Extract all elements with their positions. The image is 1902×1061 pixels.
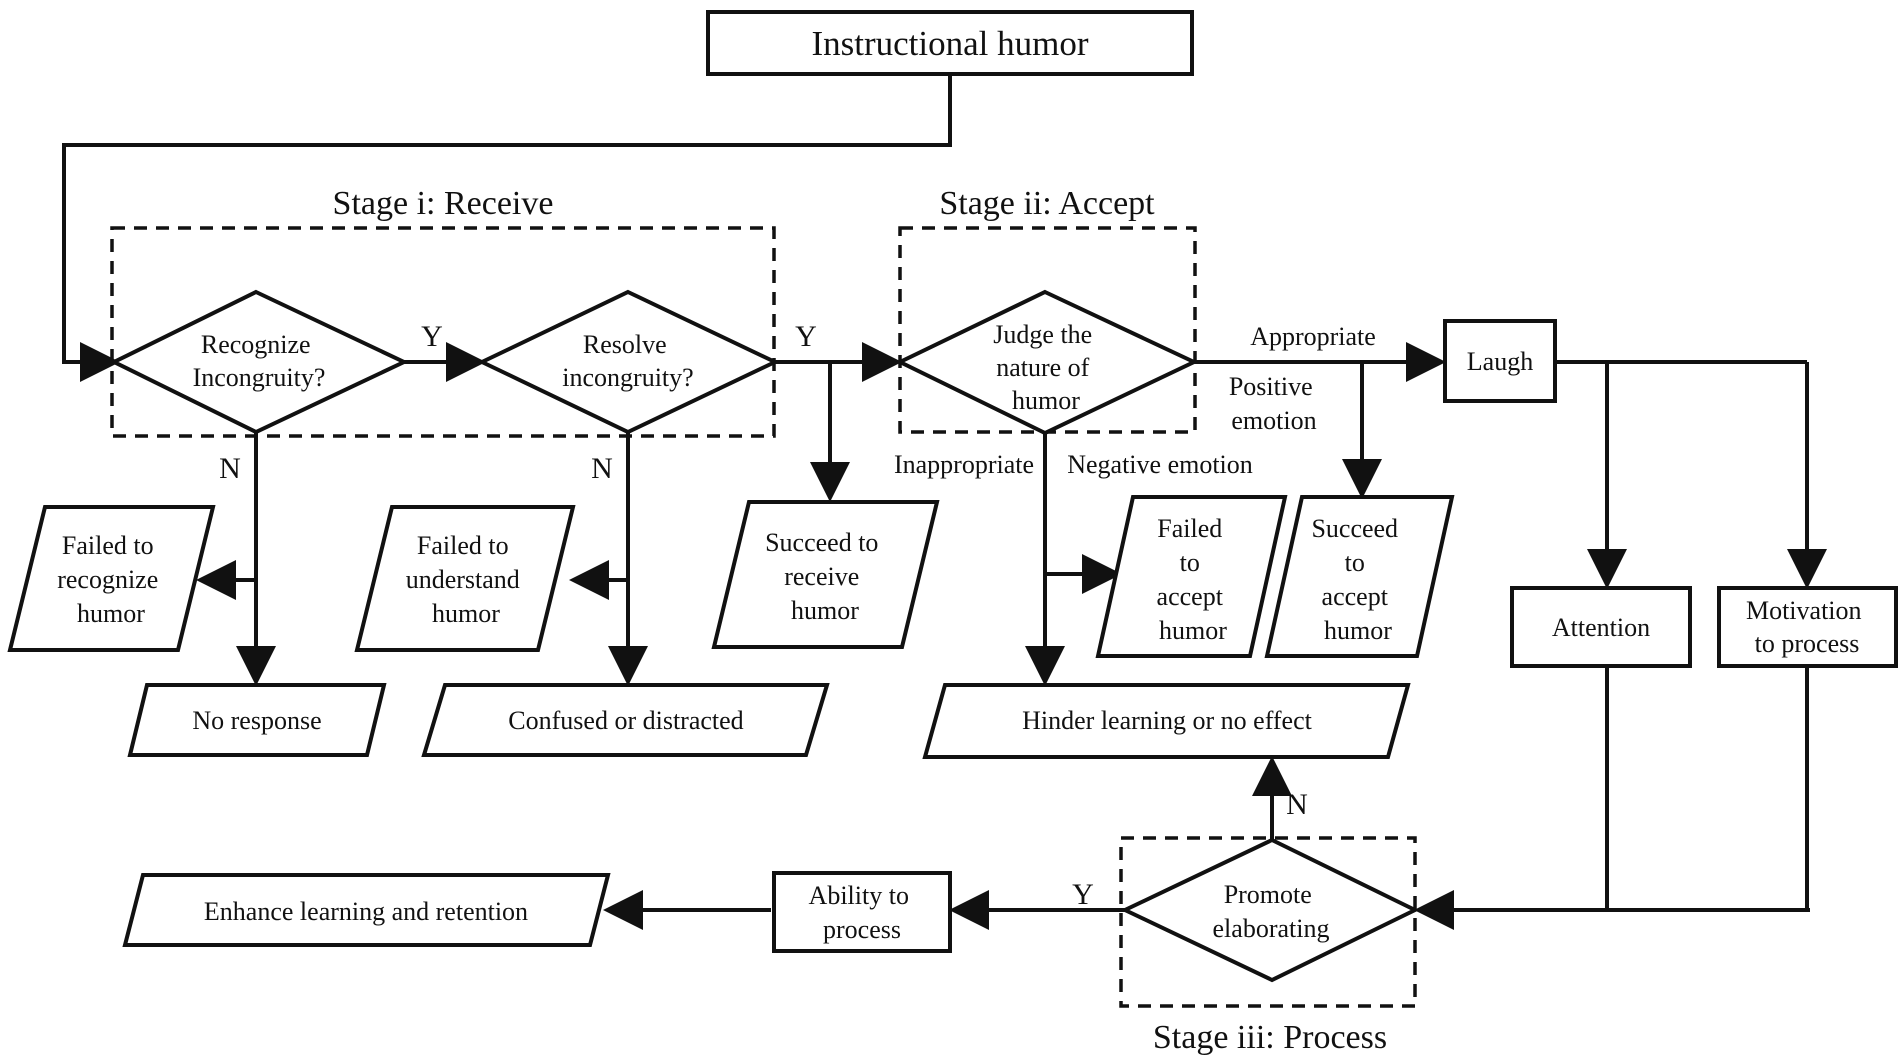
failed-recognize-outcome	[7, 505, 216, 652]
no-response-text: No response	[192, 706, 321, 735]
edge-label-n-recognize: N	[219, 452, 241, 485]
failed-accept-text: Failed to accept humor	[1157, 514, 1230, 645]
edge-label-inappropriate: Inappropriate	[894, 450, 1034, 479]
promote-decision-text: Promote elaborating	[1213, 880, 1330, 943]
enhance-outcome	[122, 873, 611, 947]
edge-label-n-promote: N	[1286, 788, 1308, 821]
succeed-accept-text: Succeed to accept humor	[1311, 514, 1404, 645]
confused-text: Confused or distracted	[508, 706, 743, 735]
judge-decision-text: Judge the nature of humor	[993, 320, 1098, 415]
failed-recognize-text: Failed to recognize humor	[57, 531, 165, 628]
resolve-decision-text: Resolve incongruity?	[562, 330, 693, 392]
failed-accept-outcome	[1095, 495, 1288, 658]
laugh-text: Laugh	[1467, 347, 1533, 376]
stage-process-label: Stage iii: Process	[1153, 1019, 1387, 1056]
succeed-accept-outcome	[1264, 495, 1455, 658]
motivation-box	[1717, 586, 1898, 668]
edge-label-y-promote: Y	[1072, 878, 1094, 911]
recognize-decision-text: Recognize Incongruity?	[193, 330, 326, 392]
no-response-outcome	[127, 683, 387, 757]
edge-label-negative-emotion: Negative emotion	[1067, 450, 1253, 479]
edge-label-appropriate: Appropriate	[1250, 322, 1376, 351]
failed-understand-text: Failed to understand humor	[406, 531, 527, 628]
edge-label-positive-emotion: Positive emotion	[1229, 372, 1319, 435]
promote-decision	[1120, 837, 1420, 983]
edge-label-n-resolve: N	[591, 452, 613, 485]
stage-receive-label: Stage i: Receive	[333, 185, 554, 222]
succeed-receive-outcome	[711, 500, 940, 649]
judge-decision	[895, 289, 1199, 436]
edge-label-y-resolve: Y	[795, 320, 817, 353]
enhance-text: Enhance learning and retention	[204, 897, 528, 926]
motivation-text: Motivation to process	[1746, 596, 1868, 658]
succeed-receive-text: Succeed to receive humor	[765, 528, 885, 625]
ability-text: Ability to process	[809, 881, 916, 944]
failed-understand-outcome	[354, 505, 576, 652]
attention-text: Attention	[1552, 613, 1650, 642]
edge-label-y-recognize: Y	[421, 320, 443, 353]
hinder-text: Hinder learning or no effect	[1022, 706, 1313, 735]
ability-box	[772, 871, 952, 953]
attention-box	[1510, 586, 1692, 668]
title-box	[706, 10, 1194, 76]
hinder-outcome	[922, 683, 1411, 759]
stage-accept-label: Stage ii: Accept	[939, 185, 1155, 222]
confused-outcome	[421, 683, 830, 757]
connector-title-to-recognize	[62, 74, 952, 382]
laugh-box	[1443, 319, 1557, 403]
title-text: Instructional humor	[811, 24, 1088, 63]
recognize-decision	[109, 289, 409, 435]
resolve-decision	[477, 289, 780, 435]
stage-receive-region	[110, 226, 776, 438]
